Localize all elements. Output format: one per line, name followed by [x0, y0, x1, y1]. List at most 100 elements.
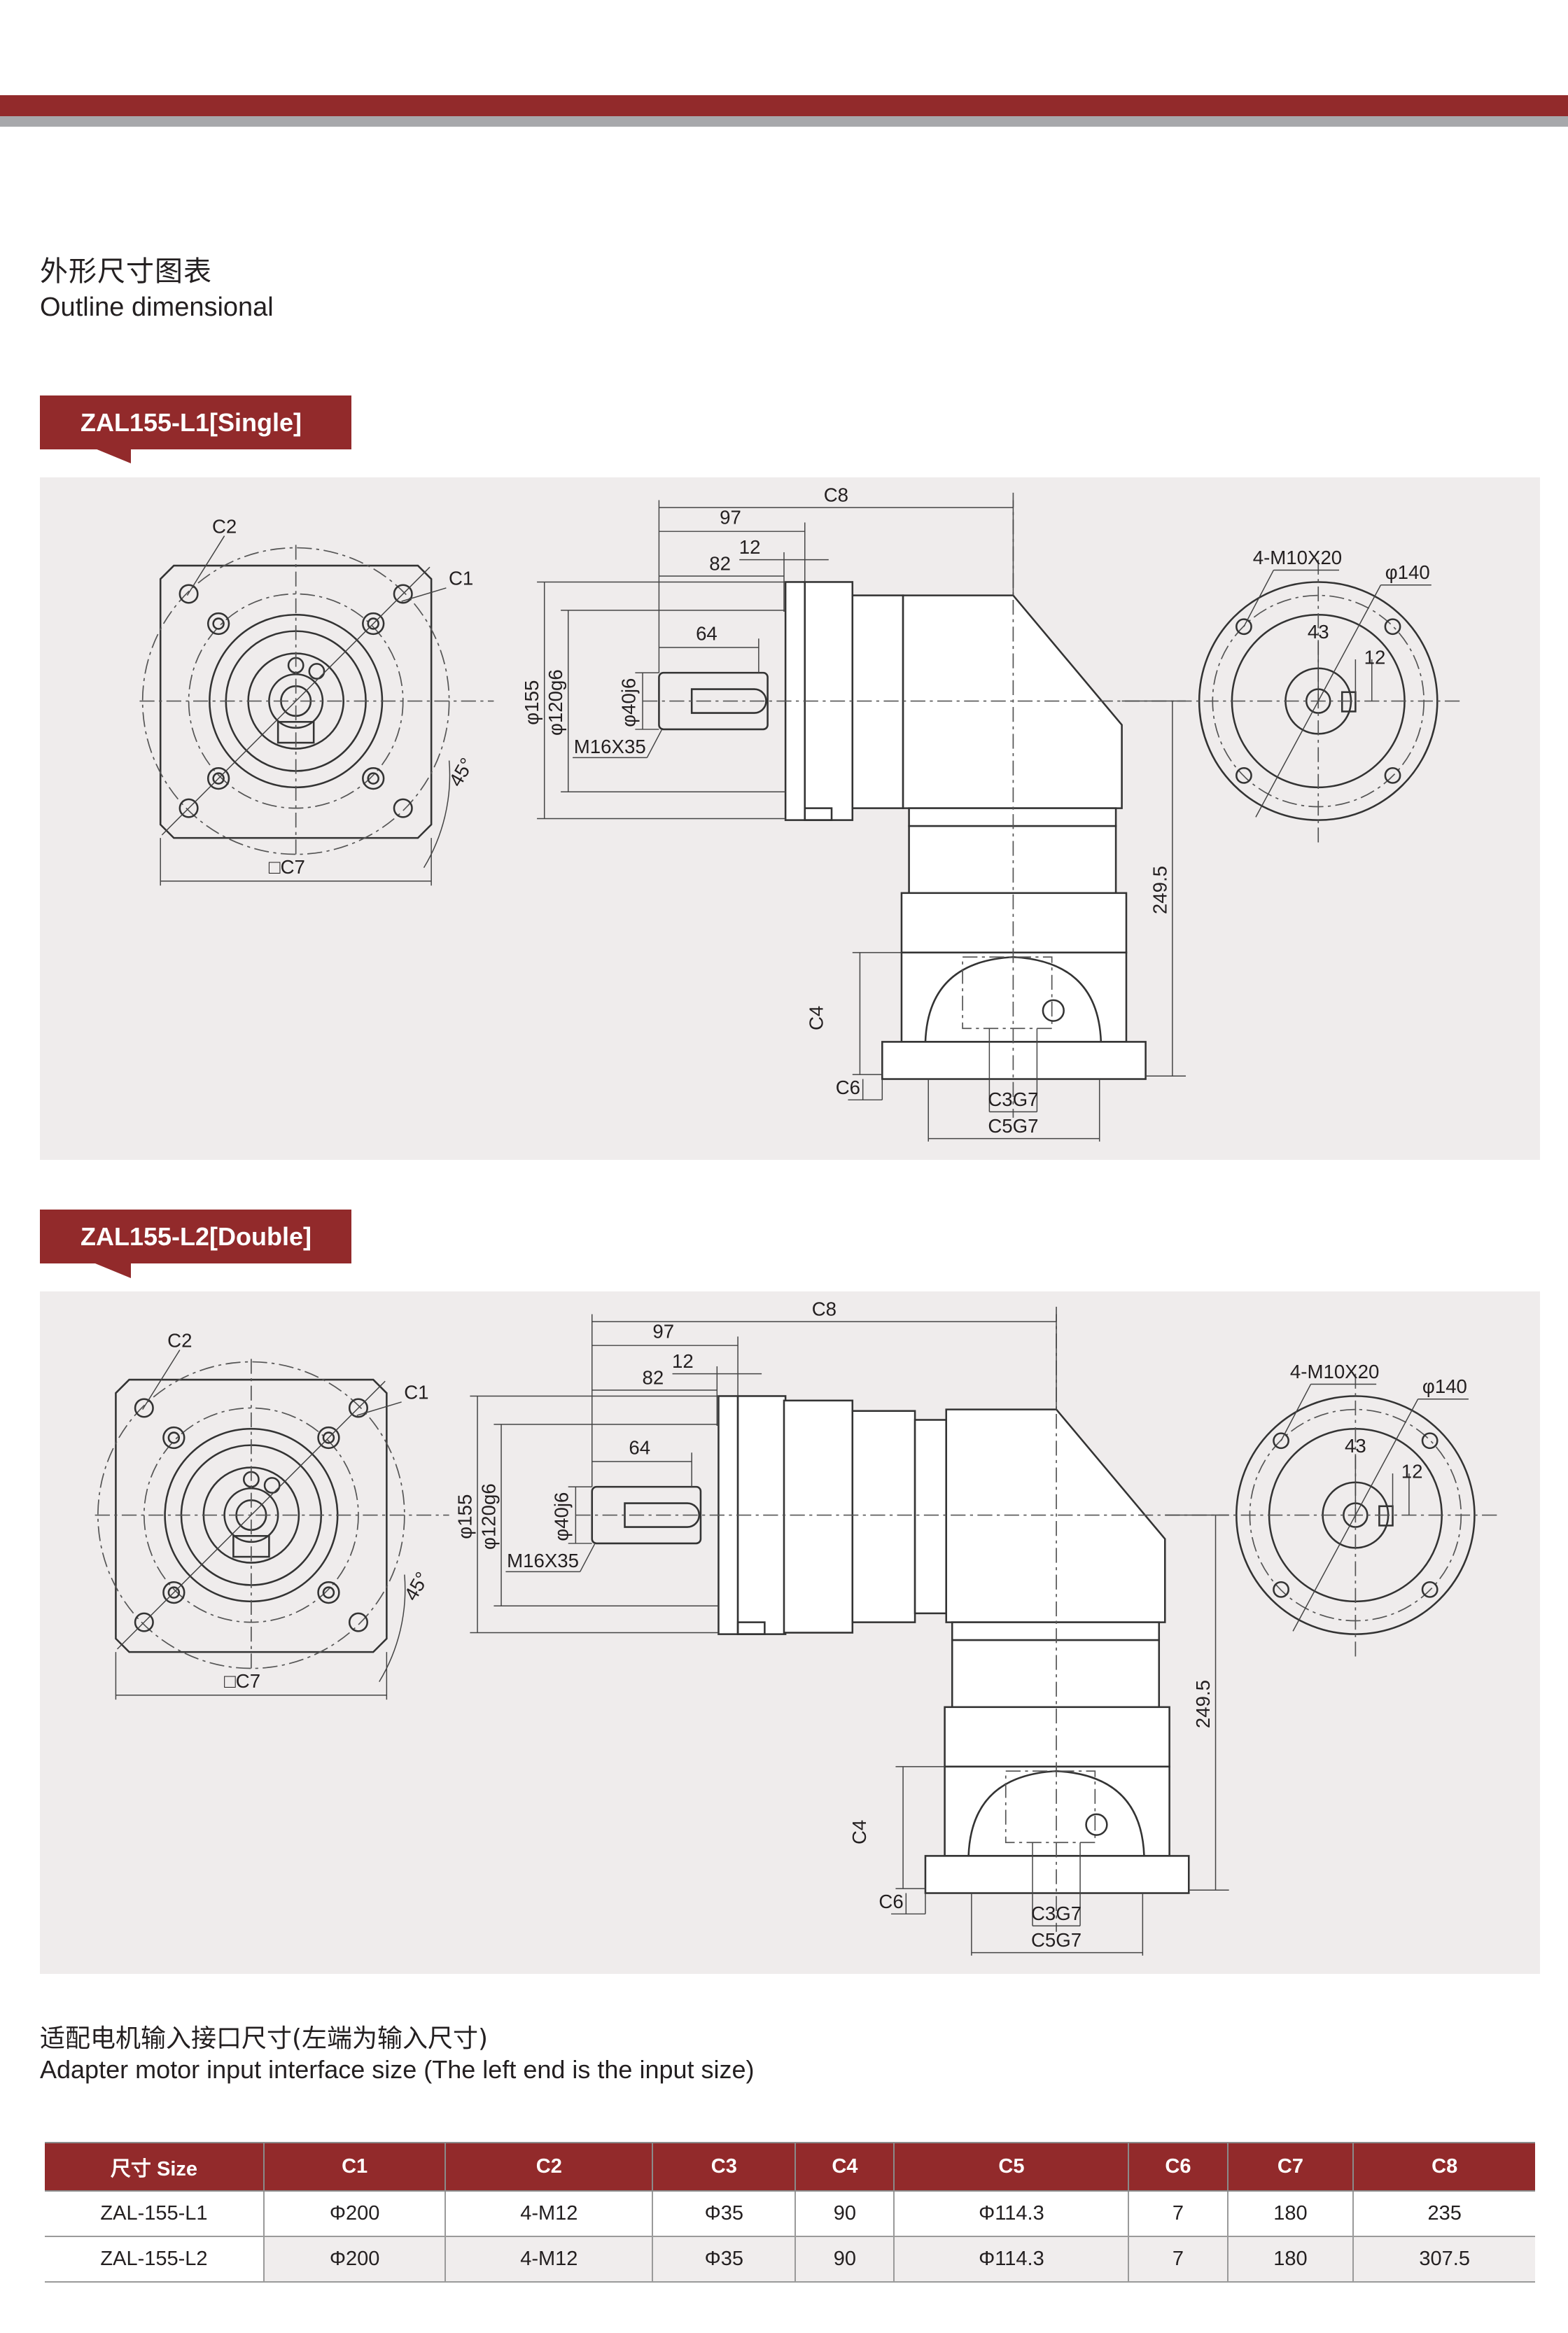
- screw-hole: [367, 772, 379, 785]
- page-title-en: Outline dimensional: [40, 293, 274, 322]
- col-c5: C5: [893, 2142, 1130, 2192]
- clamp-screw: [308, 663, 326, 680]
- input-housing: [944, 1706, 1170, 1768]
- bolt-hole: [1273, 1432, 1289, 1450]
- label-bolts: 4-M10X20: [1253, 547, 1342, 568]
- label-c5: C5G7: [1031, 1929, 1082, 1951]
- bolt-hole: [178, 584, 199, 604]
- clamp-screw: [1085, 1813, 1108, 1836]
- bolt-hole: [348, 1612, 368, 1632]
- label-bolts: 4-M10X20: [1290, 1361, 1379, 1382]
- cell: 235: [1352, 2190, 1535, 2237]
- stage-housing: [851, 594, 904, 809]
- label-c3: C3G7: [988, 1088, 1038, 1110]
- shaft-key: [690, 688, 767, 714]
- adapter-plate: [924, 1855, 1190, 1894]
- cell: 90: [794, 2190, 895, 2237]
- key-slot: [1340, 691, 1357, 713]
- right-angle-body: [945, 1408, 1166, 1623]
- bolt-hole: [348, 1398, 368, 1418]
- label-97: 97: [720, 507, 741, 528]
- cell: 4-M12: [444, 2190, 654, 2237]
- cell: 180: [1226, 2190, 1354, 2237]
- cell: Φ200: [262, 2190, 447, 2237]
- caption-cn: 适配电机输入接口尺寸(左端为输入尺寸): [40, 2024, 489, 2053]
- screw-hole: [162, 1581, 186, 1604]
- label-phi40: φ40j6: [617, 678, 639, 727]
- label-249-5: 249.5: [1192, 1680, 1214, 1728]
- label-r12: 12: [1401, 1460, 1423, 1482]
- vent-plug: [736, 1621, 766, 1635]
- screw-hole: [206, 766, 230, 790]
- col-c7: C7: [1226, 2142, 1354, 2192]
- table-row: ZAL-155-L1 Φ200 4-M12 Φ35 90 Φ114.3 7 18…: [45, 2190, 1535, 2237]
- body-neck: [908, 825, 1117, 895]
- label-82: 82: [709, 552, 731, 574]
- cell: 7: [1128, 2190, 1228, 2237]
- leader-line: [1280, 1384, 1312, 1441]
- label-phi140: φ140: [1422, 1375, 1467, 1397]
- adapter-plate: [881, 1041, 1147, 1080]
- key-slot: [1378, 1505, 1394, 1527]
- label-c6: C6: [836, 1077, 860, 1098]
- diagonal-line: [161, 566, 430, 836]
- bolt-hole: [1384, 618, 1401, 636]
- flange-square: [115, 1378, 388, 1653]
- cell: ZAL-155-L2: [45, 2236, 265, 2283]
- header-gray-bar: [0, 116, 1568, 127]
- label-82: 82: [643, 1366, 664, 1388]
- bolt-hole: [1421, 1432, 1438, 1450]
- table-header-row: 尺寸 Size C1 C2 C3 C4 C5 C6 C7 C8: [45, 2142, 1535, 2192]
- angle-arc: [379, 1574, 406, 1683]
- tab-notch: [95, 1263, 131, 1278]
- cell: ZAL-155-L1: [45, 2190, 265, 2237]
- label-phi155: φ155: [454, 1494, 476, 1539]
- leader-line: [186, 535, 225, 596]
- label-phi40: φ40j6: [551, 1492, 573, 1541]
- dimension-table: 尺寸 Size C1 C2 C3 C4 C5 C6 C7 C8 ZAL-155-…: [45, 2142, 1535, 2283]
- label-12: 12: [672, 1350, 694, 1372]
- right-angle-body: [902, 594, 1123, 809]
- header-red-bar: [0, 95, 1568, 116]
- input-housing: [900, 892, 1128, 954]
- label-64: 64: [696, 622, 718, 644]
- stage-housing: [851, 1410, 916, 1623]
- label-97: 97: [652, 1321, 674, 1343]
- label-c2: C2: [212, 515, 237, 537]
- leader-line: [1243, 570, 1275, 627]
- bolt-hole: [393, 584, 413, 604]
- caption-en: Adapter motor input interface size (The …: [40, 2055, 755, 2084]
- vent-plug: [804, 807, 833, 821]
- screw-hole: [167, 1431, 181, 1444]
- label-64: 64: [629, 1436, 650, 1458]
- label-c8: C8: [812, 1298, 836, 1320]
- bolt-hole: [134, 1612, 154, 1632]
- screw-hole: [362, 612, 385, 636]
- label-c4: C4: [805, 1006, 827, 1030]
- label-c1: C1: [449, 568, 473, 589]
- shaft-key: [624, 1502, 701, 1528]
- label-c7: □C7: [224, 1670, 260, 1692]
- label-r12: 12: [1364, 646, 1386, 668]
- col-c4: C4: [794, 2142, 895, 2192]
- table-row: ZAL-155-L2 Φ200 4-M12 Φ35 90 Φ114.3 7 18…: [45, 2236, 1535, 2283]
- motor-adapter: [944, 1765, 1170, 1857]
- screw-hole: [162, 1426, 186, 1450]
- screw-hole: [322, 1586, 335, 1599]
- screw-hole: [367, 617, 379, 630]
- dimension-line: [646, 729, 663, 758]
- label-43: 43: [1308, 621, 1329, 643]
- label-phi155: φ155: [521, 680, 542, 725]
- cell: 90: [794, 2236, 895, 2283]
- stage-ring: [913, 1419, 948, 1615]
- motor-adapter: [900, 951, 1128, 1043]
- bolt-hole: [1421, 1581, 1438, 1598]
- bolt-hole: [1273, 1581, 1289, 1598]
- cell: 307.5: [1352, 2236, 1535, 2283]
- col-c6: C6: [1128, 2142, 1228, 2192]
- label-c1: C1: [404, 1382, 428, 1403]
- angle-arc: [423, 760, 451, 869]
